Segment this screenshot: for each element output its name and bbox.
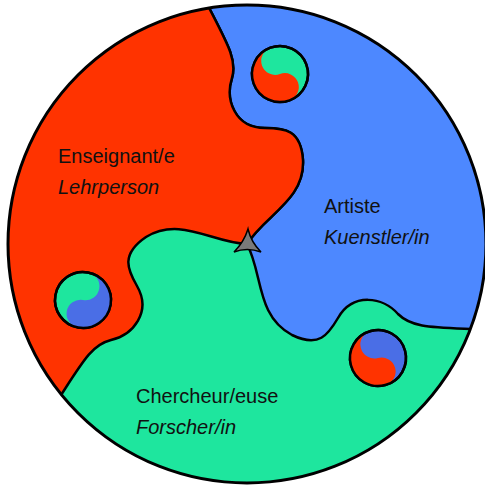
yin-yang-symbol	[51, 268, 116, 333]
role-name: Enseignant/e	[58, 141, 175, 172]
center-gap	[234, 229, 261, 252]
region-label: ArtisteKuenstler/in	[324, 191, 430, 253]
yin-yang-symbol	[344, 324, 413, 393]
yin-yang-symbol	[244, 38, 316, 110]
region-label: Chercheur/euseForscher/in	[136, 381, 278, 443]
role-name-translation: Forscher/in	[136, 412, 278, 443]
red-region	[0, 0, 303, 412]
role-name: Chercheur/euse	[136, 381, 278, 412]
role-name-translation: Lehrperson	[58, 172, 175, 203]
role-name-translation: Kuenstler/in	[324, 222, 430, 253]
outer-circle	[8, 5, 485, 483]
role-name: Artiste	[324, 191, 430, 222]
region-label: Enseignant/eLehrperson	[58, 141, 175, 203]
